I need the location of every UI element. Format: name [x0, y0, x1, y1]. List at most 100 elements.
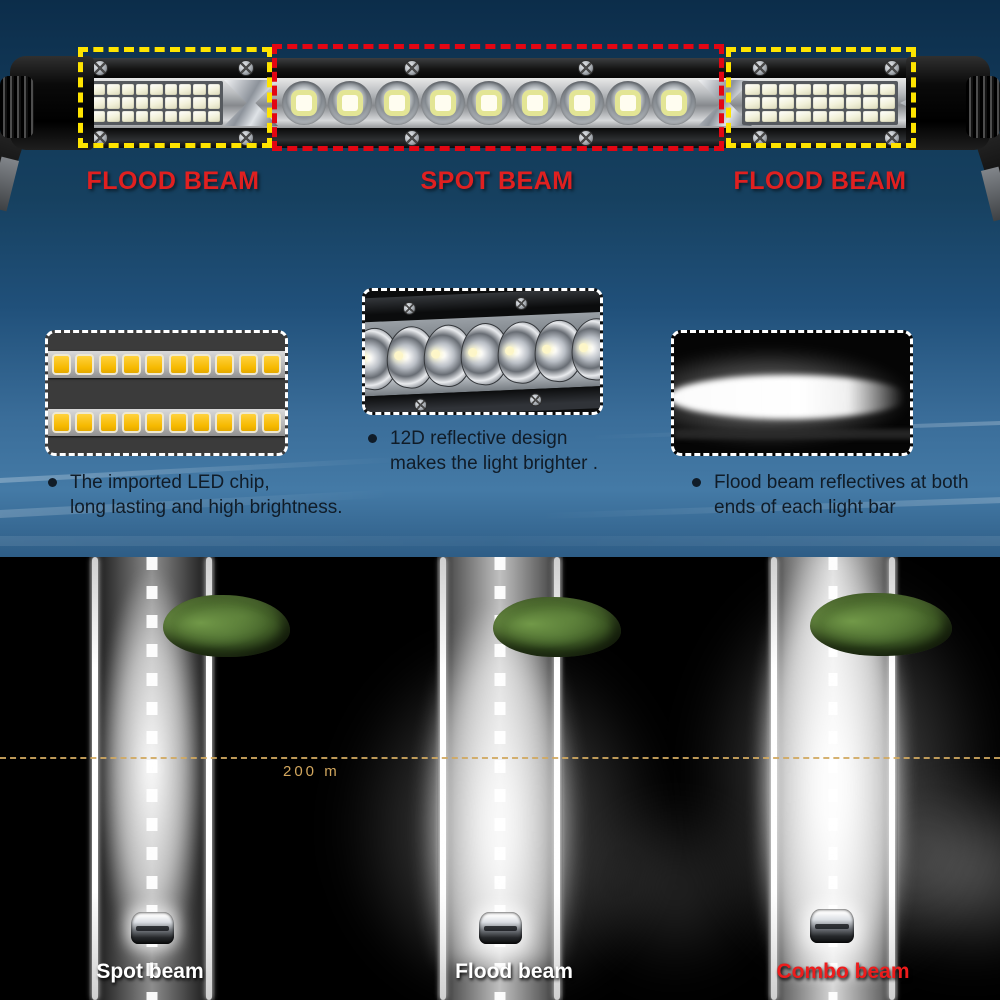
flood-led-cell	[207, 110, 220, 122]
screw-icon	[884, 130, 900, 146]
screw-icon	[578, 60, 594, 76]
flood-led-cell	[93, 110, 106, 122]
beam-core	[674, 375, 908, 419]
flood-led-array-right	[742, 81, 898, 125]
spot-lens-icon	[605, 81, 650, 125]
knurled-knob-right	[966, 76, 1000, 138]
tree-top-view-icon	[810, 593, 952, 656]
spot-lens-icon	[467, 81, 511, 125]
road-edge-line	[206, 557, 212, 1000]
feature-line: ends of each light bar	[714, 497, 896, 518]
flood-led-cell	[107, 97, 120, 109]
feature-image-flood-beam-lit	[671, 330, 913, 456]
reflector-band	[365, 311, 600, 397]
flood-led-cell	[778, 110, 794, 122]
flood-led-cell	[846, 97, 862, 109]
flood-led-cell	[93, 97, 106, 109]
car-top-view-icon	[131, 912, 174, 944]
lightbar-top-rail	[30, 58, 970, 78]
yellow-led-chip	[145, 354, 165, 375]
led-dot	[504, 345, 515, 356]
yellow-led-chip	[261, 354, 281, 375]
feature-note-flood-reflectives: Flood beam reflectives at both ends of e…	[692, 470, 1000, 520]
led-chip-strip	[48, 351, 285, 378]
feature-line: The imported LED chip,	[70, 472, 270, 493]
beam-comparison-section: 200 m Spot beam Flood beam Combo beam	[0, 557, 1000, 1000]
yellow-led-chip	[98, 412, 118, 433]
spot-lens-icon	[374, 81, 419, 125]
flood-led-cell	[121, 97, 134, 109]
screw-icon	[238, 60, 254, 76]
flood-led-cell	[164, 110, 177, 122]
feature-line: Flood beam reflectives at both	[714, 472, 969, 493]
beam-label-combo: Combo beam	[776, 960, 910, 983]
feature-image-led-chip	[45, 330, 288, 456]
led-dot	[467, 347, 478, 358]
spot-lens-icon	[328, 81, 373, 125]
flood-led-cell	[135, 97, 149, 109]
led-dot	[430, 349, 441, 360]
car-top-view-icon	[810, 909, 854, 943]
screw-icon	[238, 130, 254, 146]
zone-label-flood-right: FLOOD BEAM	[733, 167, 907, 195]
spot-lens-row	[282, 80, 696, 126]
flood-led-cell	[164, 84, 177, 96]
spot-lens-icon	[282, 81, 326, 125]
flood-led-cell	[207, 84, 220, 96]
reflector-scene	[365, 291, 600, 412]
flood-led-cell	[812, 110, 828, 122]
led-chip-strip	[48, 409, 285, 436]
flood-led-cell	[193, 110, 206, 122]
yellow-led-chip	[52, 354, 72, 375]
spot-lens-icon	[420, 81, 465, 125]
yellow-led-chip	[238, 412, 258, 433]
tree-top-view-icon	[493, 597, 621, 657]
led-dot	[365, 352, 367, 363]
yellow-led-chip	[191, 412, 211, 433]
yellow-led-chip	[98, 354, 118, 375]
screw-icon	[578, 130, 594, 146]
zone-label-flood-left: FLOOD BEAM	[86, 167, 260, 195]
yellow-led-chip	[215, 354, 235, 375]
yellow-led-chip	[122, 354, 142, 375]
knurled-knob-left	[0, 76, 34, 138]
led-light-bar	[30, 58, 970, 148]
flood-led-cell	[863, 110, 879, 122]
yellow-led-chip	[75, 354, 95, 375]
flood-led-cell	[178, 110, 192, 122]
flood-led-cell	[778, 97, 794, 109]
flood-led-cell	[812, 84, 828, 96]
screw-icon	[752, 60, 768, 76]
screw-icon	[404, 130, 420, 146]
feature-line: long lasting and high brightness.	[70, 497, 343, 518]
flood-led-cell	[150, 97, 163, 109]
flood-led-cell	[829, 110, 845, 122]
led-chip	[342, 95, 359, 111]
led-chip	[296, 95, 312, 111]
feature-note-led-chip: The imported LED chip, long lasting and …	[48, 470, 393, 520]
flood-led-cell	[193, 84, 206, 96]
flood-led-cell	[150, 84, 163, 96]
flood-led-cell	[880, 110, 895, 122]
flood-led-cell	[207, 97, 220, 109]
flood-led-cell	[107, 84, 120, 96]
flood-led-cell	[846, 84, 862, 96]
road-edge-line	[92, 557, 98, 1000]
flood-led-cell	[829, 97, 845, 109]
led-chip	[481, 95, 497, 111]
flood-led-cell	[193, 97, 206, 109]
yellow-led-chip	[168, 354, 188, 375]
flood-led-cell	[135, 110, 149, 122]
yellow-led-chip	[168, 412, 188, 433]
bullet-dot-icon	[48, 478, 57, 487]
light-streak	[0, 536, 1000, 546]
mount-plate-right	[980, 166, 1000, 222]
flood-led-cell	[863, 97, 879, 109]
flood-led-array-left	[90, 81, 223, 125]
car-top-view-icon	[479, 912, 522, 944]
flood-led-cell	[745, 110, 760, 122]
distance-label: 200 m	[283, 763, 340, 780]
lightbar-bottom-rail	[30, 128, 970, 148]
yellow-led-chip	[261, 412, 281, 433]
flood-led-cell	[795, 84, 811, 96]
